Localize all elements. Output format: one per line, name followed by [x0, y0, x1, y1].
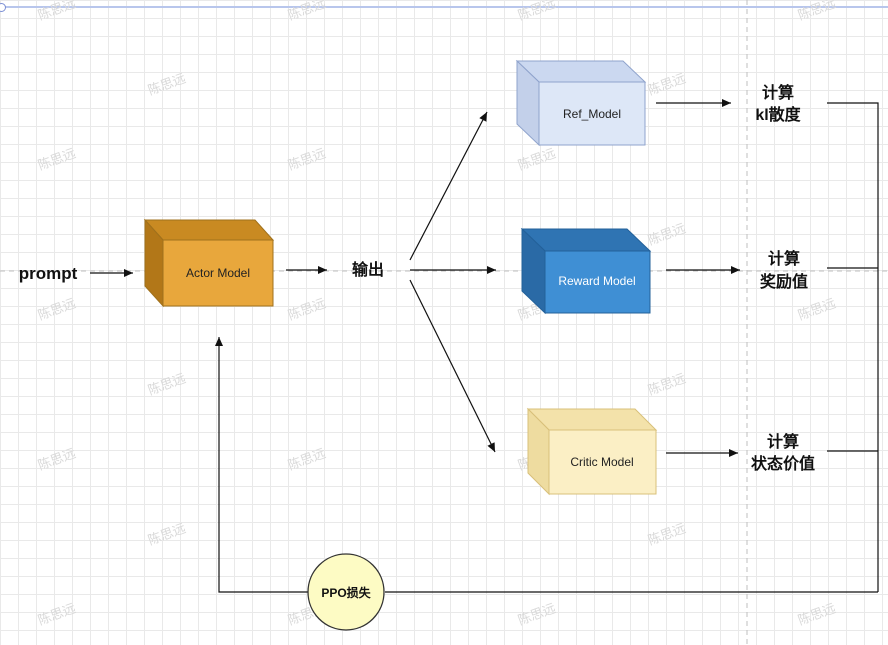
watermark-text: 陈思远: [286, 145, 328, 172]
critic-model-label: Critic Model: [570, 455, 633, 469]
watermark-text: 陈思远: [146, 370, 188, 397]
ppo-loss-label: PPO损失: [321, 585, 371, 600]
arrow-output-to-critic: [409, 279, 496, 453]
critic-model-box[interactable]: Critic Model: [526, 407, 658, 496]
arrow-loss-to-actor: [215, 337, 308, 593]
watermark-text: 陈思远: [646, 370, 688, 397]
top-border-line: [0, 6, 888, 8]
watermark-text: 陈思远: [36, 600, 78, 627]
watermark-text: 陈思远: [646, 520, 688, 547]
watermark-text: 陈思远: [286, 295, 328, 322]
watermark-text: 陈思远: [796, 295, 838, 322]
ref-model-box[interactable]: Ref_Model: [515, 59, 647, 147]
reward-calc-line2: 奖励值: [760, 272, 808, 291]
ref-model-label: Ref_Model: [563, 107, 621, 121]
watermark-text: 陈思远: [646, 220, 688, 247]
actor-model-box[interactable]: Actor Model: [143, 218, 275, 308]
watermark-text: 陈思远: [36, 445, 78, 472]
watermark-text: 陈思远: [516, 600, 558, 627]
reward-calc-line1: 计算: [768, 249, 800, 268]
watermark-text: 陈思远: [516, 0, 558, 23]
reward-model-box[interactable]: Reward Model: [520, 227, 652, 315]
watermark-text: 陈思远: [146, 520, 188, 547]
watermark-text: 陈思远: [516, 145, 558, 172]
kl-calc-line2: kl散度: [755, 105, 801, 124]
reward-model-label: Reward Model: [558, 274, 635, 288]
value-calc-line1: 计算: [767, 432, 799, 451]
value-calc-line2: 状态价值: [751, 454, 815, 473]
connection-handle-icon: [0, 3, 6, 12]
watermark-text: 陈思远: [286, 445, 328, 472]
watermark-text: 陈思远: [286, 0, 328, 23]
output-label: 输出: [352, 260, 384, 279]
watermark-layer: 陈思远陈思远陈思远陈思远陈思远陈思远陈思远陈思远陈思远陈思远陈思远陈思远陈思远陈…: [36, 0, 838, 628]
ppo-loss-node[interactable]: PPO损失: [307, 553, 385, 631]
arrow-output-to-ref: [409, 111, 488, 261]
watermark-text: 陈思远: [36, 145, 78, 172]
prompt-label: prompt: [19, 264, 78, 283]
actor-model-label: Actor Model: [186, 266, 250, 280]
watermark-text: 陈思远: [796, 600, 838, 627]
watermark-text: 陈思远: [36, 0, 78, 23]
kl-calc-line1: 计算: [762, 83, 794, 102]
watermark-text: 陈思远: [796, 0, 838, 23]
connector-kl-to-collector: [827, 102, 879, 592]
watermark-text: 陈思远: [36, 295, 78, 322]
watermark-text: 陈思远: [146, 70, 188, 97]
watermark-text: 陈思远: [646, 70, 688, 97]
